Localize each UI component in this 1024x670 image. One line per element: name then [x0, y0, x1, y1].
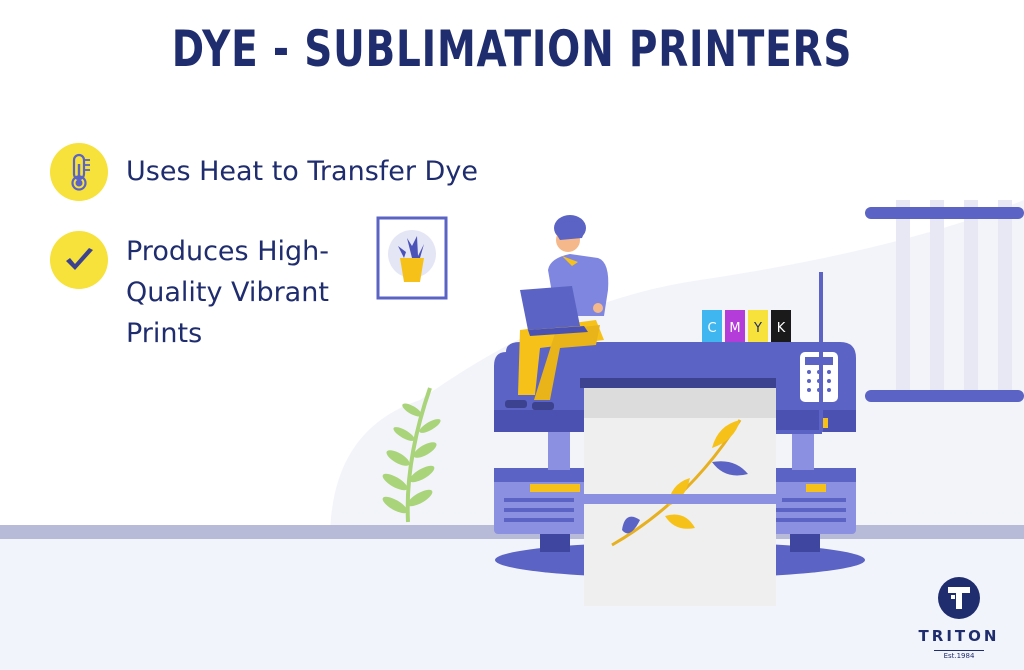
thermometer-icon	[71, 153, 90, 191]
ink-label-y: Y	[753, 321, 762, 336]
ink-cartridge-y	[748, 310, 768, 342]
ink-label-m: M	[729, 321, 740, 336]
ink-cartridge-c	[702, 310, 722, 342]
feature-text: Produces High-Quality Vibrant Prints	[126, 236, 329, 349]
person-with-laptop	[505, 215, 609, 410]
feature-quality-prints: Produces High-Quality Vibrant Prints	[50, 231, 386, 354]
ink-cartridge-m	[725, 310, 745, 342]
wall-picture	[376, 216, 448, 300]
ink-label-k: K	[777, 321, 786, 336]
ink-label-c: C	[707, 321, 716, 336]
checkmark-icon	[66, 248, 93, 270]
thermometer-badge	[50, 143, 108, 201]
logo-name: TRITON	[918, 627, 1000, 645]
triton-logo: TRITON Est.1984	[914, 576, 1004, 663]
triton-logo-mark	[938, 577, 980, 619]
plant	[382, 387, 441, 523]
floor	[0, 525, 1024, 670]
logo-established: Est.1984	[933, 650, 985, 660]
feature-heat-transfer: Uses Heat to Transfer Dye	[50, 143, 546, 201]
feature-text: Uses Heat to Transfer Dye	[126, 156, 478, 187]
checkmark-badge	[50, 231, 108, 289]
ink-cartridge-k	[771, 310, 791, 342]
printed-paper	[576, 388, 782, 606]
page-title: DYE - SUBLIMATION PRINTERS	[171, 20, 853, 78]
shelf	[865, 200, 1024, 402]
